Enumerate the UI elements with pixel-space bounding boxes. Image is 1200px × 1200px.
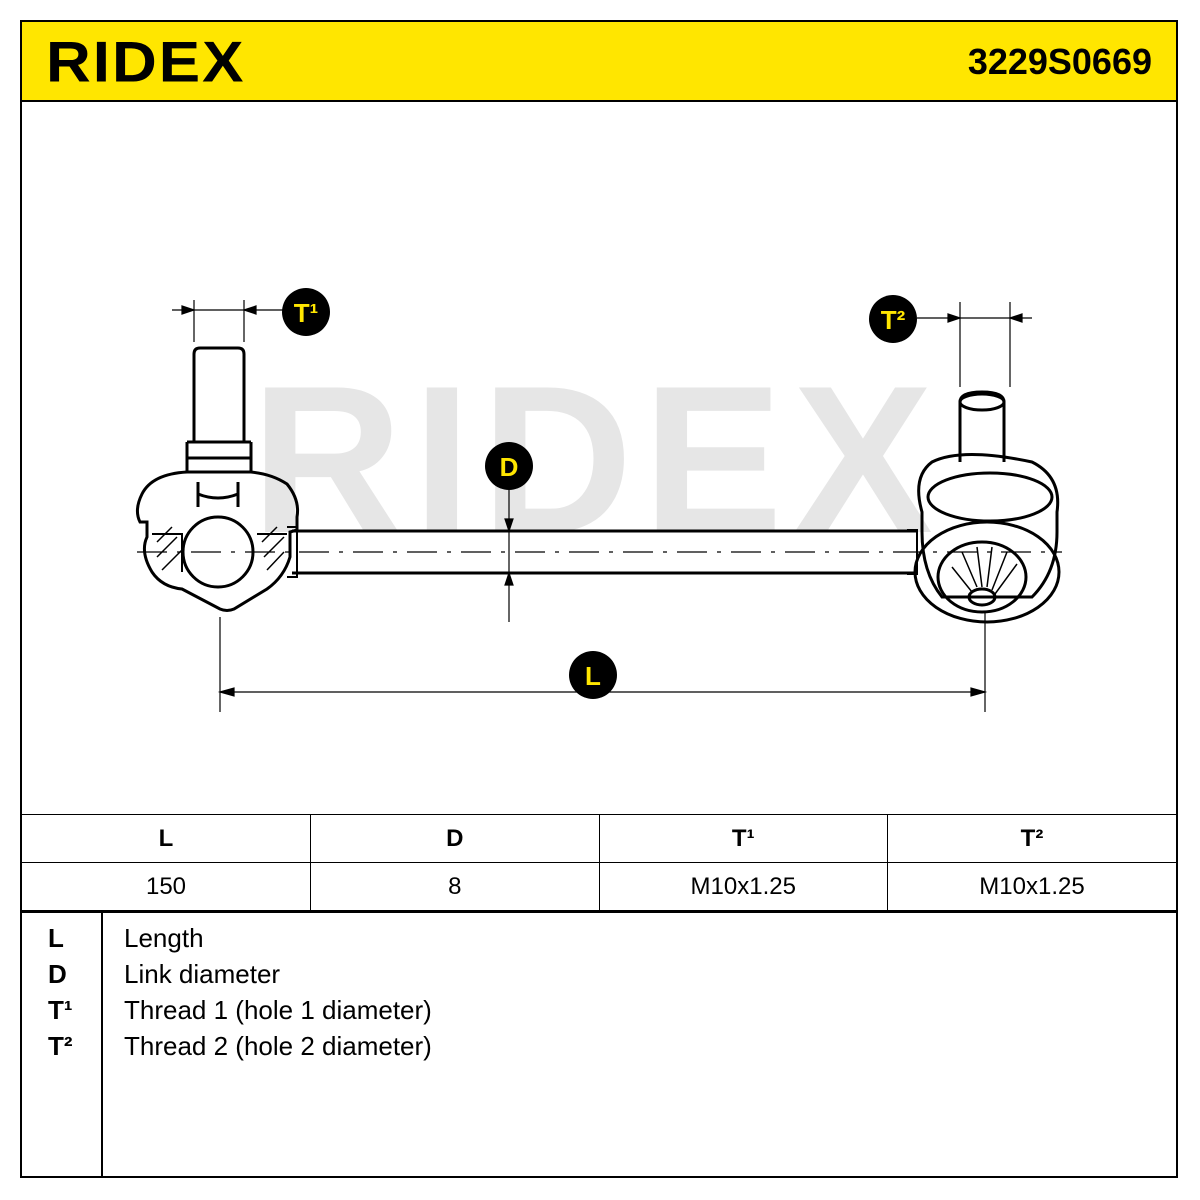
- specs-value-cell: 8: [310, 862, 600, 911]
- left-ball-joint: [135, 346, 299, 612]
- legend-divider: [101, 913, 103, 1176]
- specs-table: L D T¹ T² 150 8 M10x1.25 M10x1.25: [22, 814, 1176, 911]
- datasheet-frame: RIDEX 3229S0669 RIDEX: [20, 20, 1178, 1178]
- part-number: 3229S0669: [967, 41, 1152, 82]
- callout-d: D: [485, 442, 533, 490]
- callout-t2-label: T²: [881, 305, 906, 335]
- legend-text: Thread 2 (hole 2 diameter): [124, 1031, 432, 1061]
- specs-header-cell: D: [310, 814, 600, 863]
- legend-key: T²: [48, 1031, 73, 1061]
- callout-t1: T¹: [282, 288, 330, 336]
- specs-header-cell: L: [22, 814, 311, 863]
- specs-value-cell: M10x1.25: [887, 862, 1176, 911]
- callout-t1-label: T¹: [294, 298, 319, 328]
- brand-logo: RIDEX: [46, 30, 246, 95]
- specs-header-row: L D T¹ T²: [22, 814, 1176, 863]
- legend-key: L: [48, 923, 64, 953]
- specs-value-cell: M10x1.25: [598, 862, 888, 911]
- callout-l: L: [569, 651, 617, 699]
- legend-key: D: [48, 959, 67, 989]
- specs-value-cell: 150: [22, 862, 311, 911]
- legend: L Length D Link diameter T¹ Thread 1 (ho…: [22, 911, 1176, 1176]
- legend-key: T¹: [48, 995, 73, 1025]
- callout-t2: T²: [869, 295, 917, 343]
- technical-drawing: RIDEX: [135, 288, 1062, 712]
- legend-text: Length: [124, 923, 204, 953]
- link-rod: [287, 526, 918, 578]
- callout-d-label: D: [500, 452, 519, 482]
- watermark-text: RIDEX: [251, 342, 943, 577]
- legend-text: Link diameter: [124, 959, 281, 989]
- right-ball-joint: [913, 390, 1061, 624]
- specs-header-cell: T¹: [598, 814, 888, 863]
- header-bar: RIDEX 3229S0669: [22, 22, 1176, 102]
- specs-header-cell: T²: [887, 814, 1176, 863]
- callout-l-label: L: [585, 661, 601, 691]
- legend-text: Thread 1 (hole 1 diameter): [124, 995, 432, 1025]
- specs-value-row: 150 8 M10x1.25 M10x1.25: [22, 862, 1176, 911]
